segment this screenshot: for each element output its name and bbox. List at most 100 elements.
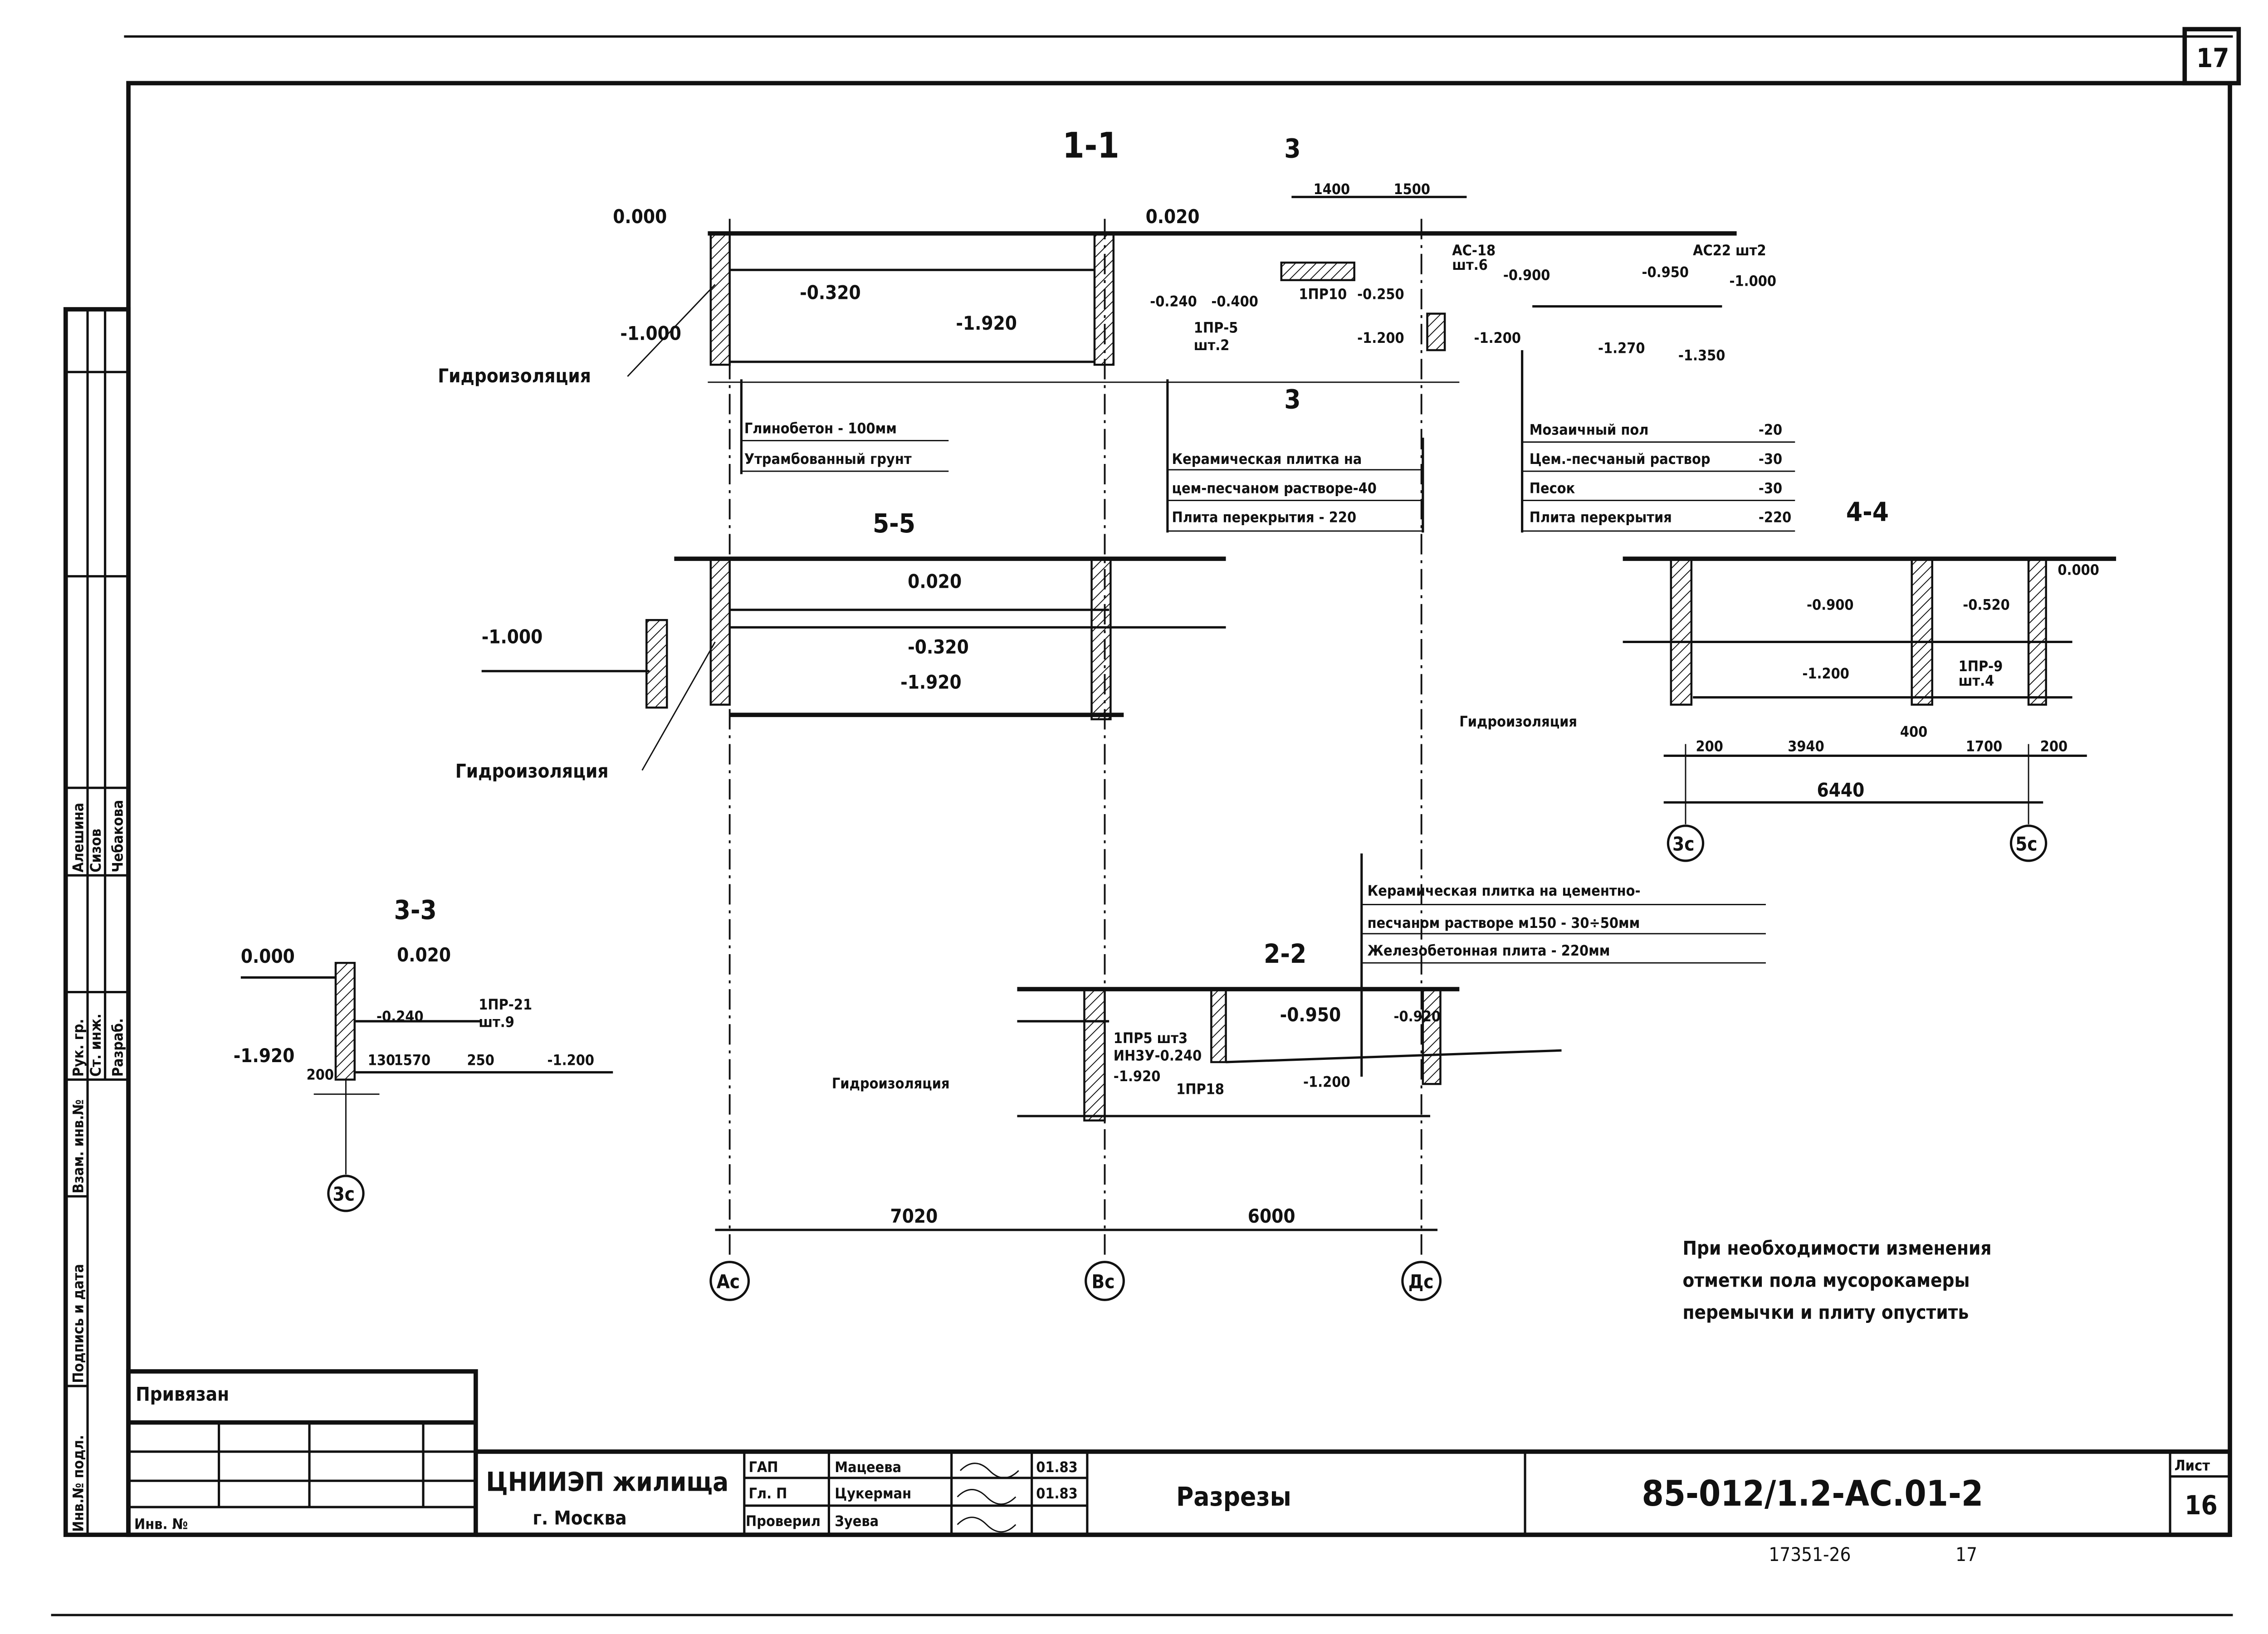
s44-dim-3: 400 (1900, 723, 1927, 741)
s44-dim-total: 6440 (1817, 779, 1865, 801)
signature-1 (959, 1463, 1019, 1479)
s44-mark-0520: -0.520 (1963, 596, 2010, 614)
sheet-number-top: 17 (2196, 43, 2229, 73)
floor3-v4: -220 (1759, 509, 1791, 526)
stamp-name-2: Сизов (87, 829, 104, 873)
s33-mark-0000: 0.000 (241, 945, 295, 967)
floor2-line3: Плита перекрытия - 220 (1172, 509, 1356, 526)
section-1-1-title: 1-1 (1062, 125, 1119, 166)
floor3-l2: Цем.-песчаный раствор (1530, 450, 1711, 468)
role-checked: Проверил (746, 1512, 821, 1530)
date-glp: 01.83 (1036, 1485, 1078, 1502)
role-glp: Гл. П (748, 1485, 787, 1502)
s44-lintel-qty: шт.4 (1959, 672, 1994, 689)
s33-mark-1920: -1.920 (234, 1044, 295, 1067)
note-line-3: перемычки и плиту опустить (1683, 1301, 1969, 1323)
s55-mark-0320: -0.320 (908, 636, 969, 658)
s22-mark-1920: -1.920 (1114, 1068, 1161, 1085)
s44-mark-0900: -0.900 (1807, 596, 1854, 614)
role-gap: ГАП (748, 1458, 778, 1476)
title-block: Привязан Инв. № ЦНИИЭП жилища г. Москва … (126, 1369, 2230, 1566)
rebar-ac18: АС-18 (1452, 242, 1496, 259)
s33-mark-0020: 0.020 (397, 944, 451, 966)
waterproofing-label-4: Гидроизоляция (832, 1075, 950, 1092)
axis-Ac: Ас (717, 1271, 740, 1293)
s22-lintel-18: 1ПР18 (1176, 1081, 1224, 1098)
mark-0240: -0.240 (1150, 293, 1197, 310)
s33-dim-200: 200 (307, 1066, 334, 1083)
name-checked: Зуева (835, 1512, 879, 1530)
mark-1270: -1.270 (1598, 340, 1645, 357)
axis-5c: 5с (2015, 833, 2037, 855)
s44-dim-4: 1700 (1966, 738, 2003, 755)
floor1-line1: Глинобетон - 100мм (744, 419, 897, 437)
stamp-inv-podl: Инв.№ подл. (69, 1435, 87, 1532)
s22-mark-1200: -1.200 (1303, 1073, 1350, 1091)
s55-mark-0020: 0.020 (908, 570, 962, 592)
lintel-1pr5: 1ПР-5 (1194, 319, 1238, 336)
mark-0020: 0.020 (1146, 205, 1200, 228)
floor-spec-4: Керамическая плитка на цементно- песчано… (1360, 853, 1766, 1077)
lintel-1pr10: 1ПР10 (1299, 285, 1347, 302)
dim-7020: 7020 (890, 1205, 938, 1227)
name-glp: Цукерман (835, 1485, 911, 1502)
floor-spec-1: Глинобетон - 100мм Утрамбованный грунт (740, 379, 949, 474)
s33-mark-0240: -0.240 (376, 1008, 424, 1025)
rebar-ac18-qty: шт.6 (1452, 256, 1488, 273)
floor3-v2: -30 (1759, 450, 1782, 468)
floor2-line1: Керамическая плитка на (1172, 450, 1362, 468)
note-line-1: При необходимости изменения (1683, 1237, 1992, 1259)
stamp-role-1: Рук. гр. (69, 1019, 87, 1077)
archive-sheet: 17 (1955, 1543, 1977, 1566)
mark-0400: -0.400 (1211, 293, 1258, 310)
section-2-2: 2-2 -0.950 -0.920 1ПР5 шт3 ИН3У-0.240 -1… (832, 938, 1562, 1122)
s22-lintel: 1ПР5 шт3 (1114, 1029, 1188, 1047)
mark-1200-a: -1.200 (1357, 329, 1404, 346)
mark-0900: -0.900 (1503, 267, 1550, 284)
dim-1400: 1400 (1314, 180, 1350, 198)
section-1-1: 1-1 0.000 -0.320 -1.920 -1.000 0.020 -0.… (438, 125, 1776, 415)
s33-mark-1200: -1.200 (547, 1051, 594, 1068)
s55-mark-1920: -1.920 (900, 671, 962, 693)
s44-dim-1: 200 (1696, 738, 1723, 755)
floor3-l3: Песок (1530, 479, 1575, 497)
stamp-vzam-inv: Взам. инв.№ (69, 1099, 87, 1193)
waterproofing-label-3: Гидроизоляция (1459, 713, 1577, 730)
axis-Bc: Вс (1092, 1271, 1115, 1293)
axis-lines: 7020 6000 Ас Вс Дс (709, 219, 1442, 1301)
floor-spec-2: Керамическая плитка на цем-песчаном раст… (1166, 379, 1424, 533)
rebar-ac22: АС22 шт2 (1693, 242, 1766, 259)
s33-axis-3c: 3с (333, 1183, 355, 1205)
drawing-title: Разрезы (1176, 1481, 1291, 1512)
s33-dim-130: 130 (368, 1051, 395, 1068)
s33-dim-1570: 1570 (394, 1051, 431, 1068)
s44-dim-5: 200 (2040, 738, 2068, 755)
floor3-v3: -30 (1759, 479, 1782, 497)
s22-mark-0950: -0.950 (1280, 1004, 1341, 1026)
mark-1350: -1.350 (1678, 347, 1725, 364)
mark-0250: -0.250 (1357, 285, 1404, 302)
sheet-number: 16 (2185, 1490, 2217, 1521)
floor4-line2: песчаном растворе м150 - 30÷50мм (1368, 914, 1640, 932)
section-2-2-title: 2-2 (1264, 938, 1306, 969)
sheet-label: Лист (2175, 1457, 2210, 1474)
org-city: г. Москва (533, 1507, 626, 1529)
org-name: ЦНИИЭП жилища (486, 1467, 728, 1497)
s22-mark-0920: -0.920 (1394, 1008, 1441, 1025)
s44-mark-0000: 0.000 (2058, 561, 2099, 578)
section-3-3: 3-3 0.000 0.020 -0.240 1ПР-21 шт.9 -1.92… (234, 895, 613, 1212)
signature-3 (957, 1517, 1017, 1533)
waterproofing-label-1: Гидроизоляция (438, 365, 591, 387)
waterproofing-label-2: Гидроизоляция (455, 760, 609, 782)
s44-dim-2: 3940 (1788, 738, 1824, 755)
date-gap: 01.83 (1036, 1458, 1078, 1476)
privyazan-label: Привязан (136, 1383, 229, 1405)
inv-no-label: Инв. № (134, 1515, 188, 1532)
section-4-4-title: 4-4 (1846, 496, 1889, 527)
floor4-line1: Керамическая плитка на цементно- (1368, 882, 1641, 899)
general-note: При необходимости изменения отметки пола… (1683, 1237, 1992, 1324)
dim-6000: 6000 (1248, 1205, 1295, 1227)
s33-lintel-qty: шт.9 (479, 1014, 514, 1031)
floor4-line3: Железобетонная плита - 220мм (1368, 942, 1610, 959)
mark-1000: -1.000 (620, 322, 681, 345)
